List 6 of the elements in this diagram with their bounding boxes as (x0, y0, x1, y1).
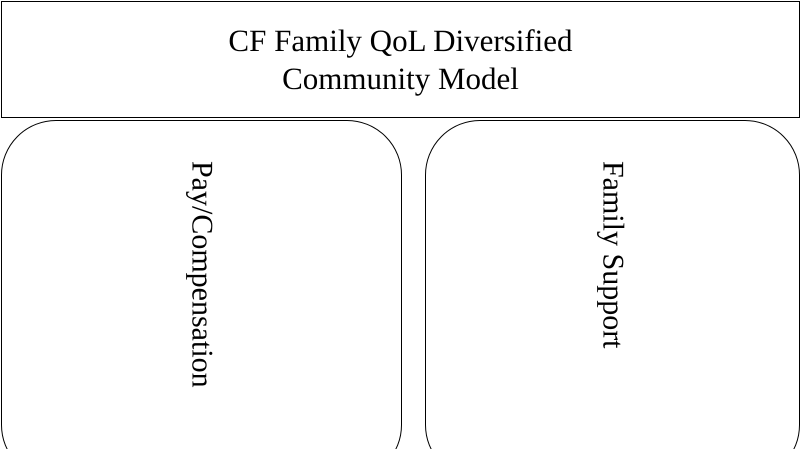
title-box (1, 1, 800, 118)
title-text: CF Family QoL Diversified Community Model (227, 22, 574, 98)
pillar-box (425, 120, 800, 449)
pillar-box (1, 120, 402, 449)
pillar-label: Family Support (596, 161, 630, 349)
pillar-label: Pay/Compensation (184, 161, 218, 388)
